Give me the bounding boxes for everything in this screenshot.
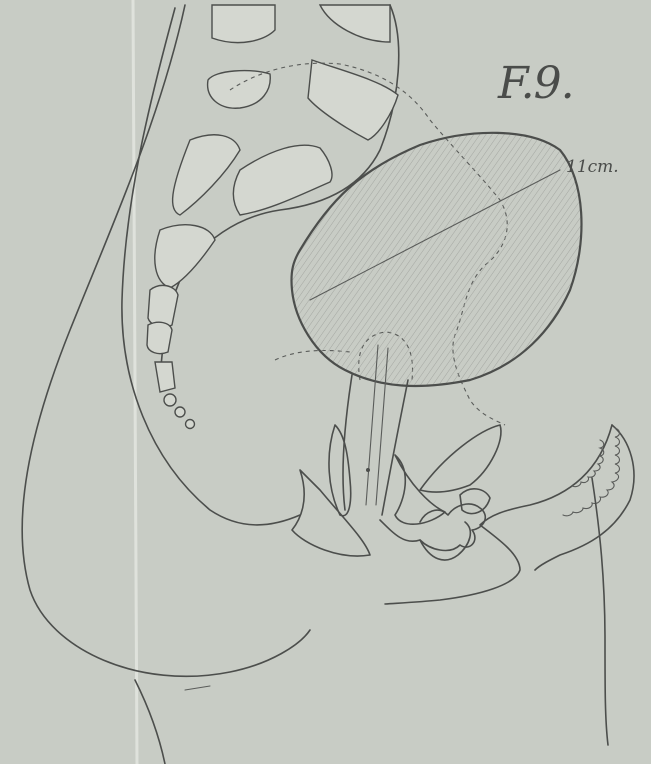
pubic-hair-outline <box>535 425 634 570</box>
front-leg-line <box>592 478 608 745</box>
coccyx-segment-2 <box>147 322 172 353</box>
coccyx-segment-3 <box>155 362 175 392</box>
vertebra-2 <box>320 5 390 42</box>
pubic-hair-inner <box>572 440 604 487</box>
skin-crease <box>185 686 210 690</box>
posterior-wall <box>329 425 351 516</box>
coccyx-tip-3 <box>186 420 195 429</box>
introitus-folds <box>420 522 470 560</box>
vertebra-4 <box>308 60 398 140</box>
pubic-hair <box>563 428 620 516</box>
sacral-segment-3 <box>155 225 215 288</box>
canal-dot <box>366 468 370 472</box>
coccyx-tip-2 <box>175 407 185 417</box>
measurement-label: 11cm. <box>566 157 619 177</box>
coccyx-segment-1 <box>148 285 178 327</box>
thigh-outline <box>135 680 165 764</box>
vertebra-3 <box>208 71 271 109</box>
paper-fold-line <box>133 0 137 764</box>
bladder <box>420 425 501 492</box>
coccyx-tip-1 <box>164 394 176 406</box>
figure-label: F.9. <box>498 58 574 109</box>
anterior-abdominal-wall <box>385 425 612 604</box>
labium-majus <box>460 489 490 514</box>
tumor-mass <box>291 133 581 386</box>
vaginal-canal <box>343 375 408 515</box>
vertebra-1 <box>212 5 275 43</box>
sacral-segment-1 <box>173 135 240 215</box>
sacral-segment-2 <box>233 145 332 215</box>
